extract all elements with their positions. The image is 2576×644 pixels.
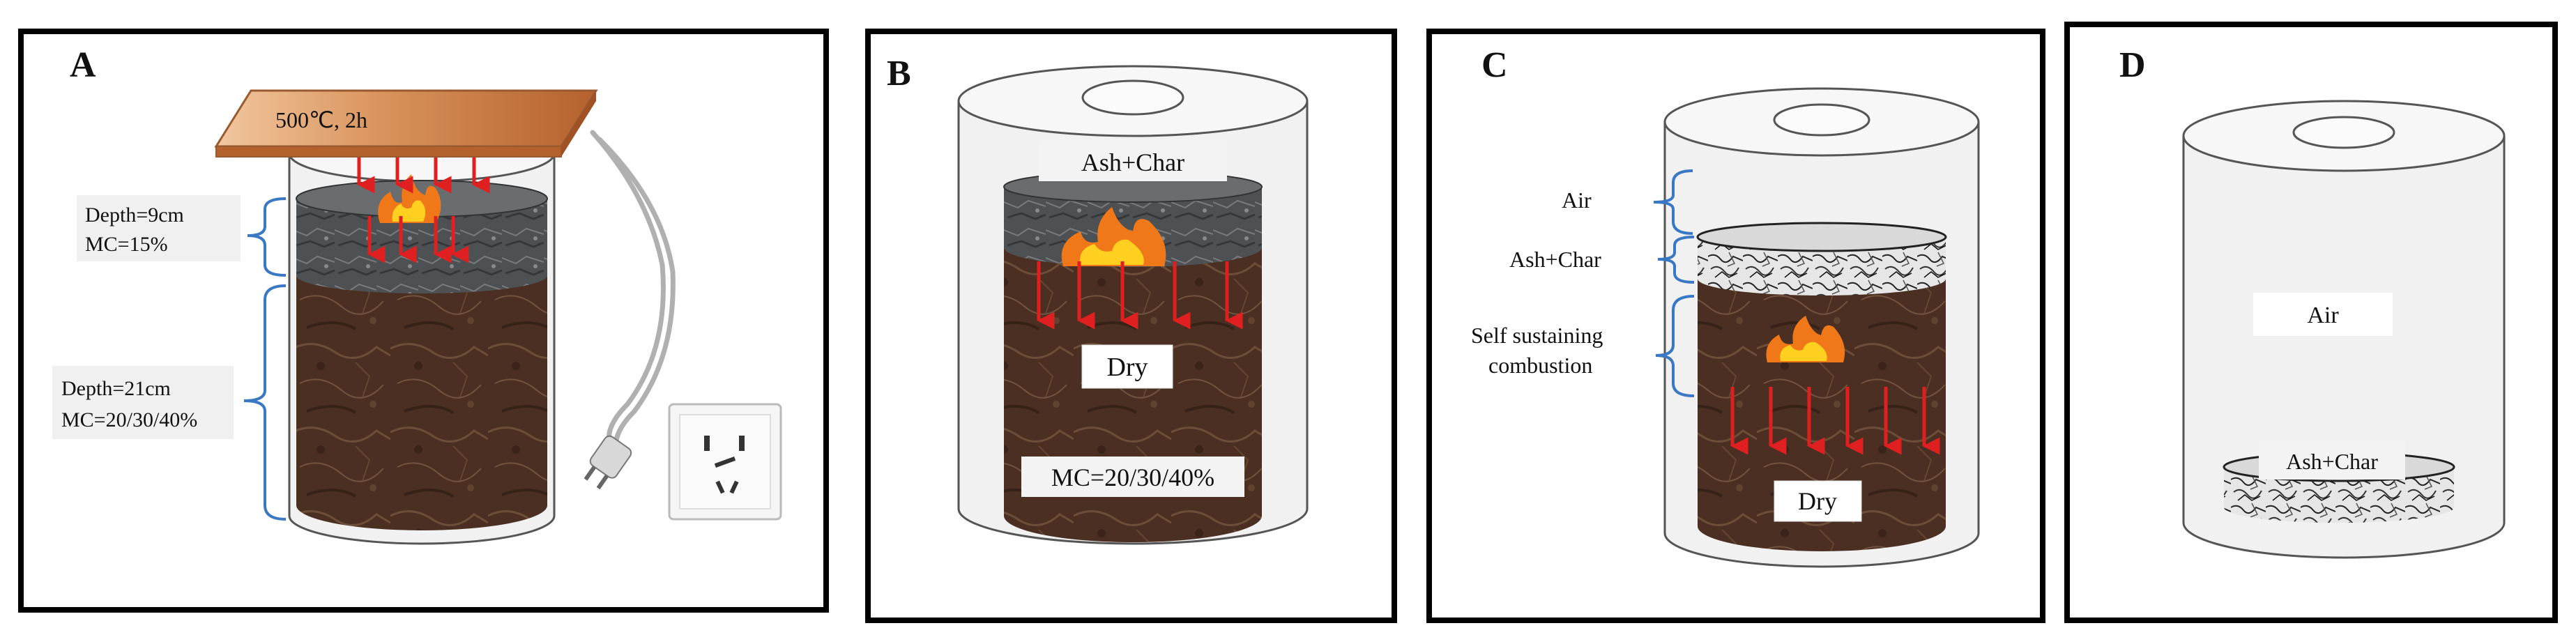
panel-a-top-mc: MC=15% xyxy=(85,233,168,256)
panel-a-bottom-bracket xyxy=(243,284,287,521)
panel-c-dry-text: Dry xyxy=(1798,487,1837,515)
panel-b-mc-text: MC=20/30/40% xyxy=(1051,463,1214,491)
panel-a-top-depth: Depth=9cm xyxy=(85,204,184,227)
panel-c-soil-layer xyxy=(1698,279,1946,551)
panel-d-ash-text: Ash+Char xyxy=(2286,449,2378,474)
panel-c-flame-icon xyxy=(1766,316,1845,362)
panel-c-combustion-label-1: Self sustaining xyxy=(1471,323,1603,348)
panel-b-flame-icon xyxy=(1061,207,1166,266)
panel-c-dry-arrows xyxy=(1730,387,1940,455)
panel-d-ash-label: Ash+Char xyxy=(2259,440,2405,480)
panel-b: B Ash+Char Dry xyxy=(865,29,1397,623)
panel-c-dry-label: Dry xyxy=(1774,480,1862,522)
panel-a-heat-arrows-char xyxy=(367,216,469,263)
panel-c-combustion-label-2: combustion xyxy=(1488,353,1592,378)
panel-b-letter: B xyxy=(887,54,911,93)
panel-a-top-layer-label: Depth=9cm MC=15% xyxy=(77,195,241,261)
panel-a-bottom-layer-label: Depth=21cm MC=20/30/40% xyxy=(52,366,234,439)
panel-c-air-bracket xyxy=(1653,169,1693,235)
panel-a-power-cord xyxy=(590,130,676,463)
panel-d-letter: D xyxy=(2119,45,2146,85)
plug-icon xyxy=(584,435,632,490)
panel-b-dry-text: Dry xyxy=(1106,353,1148,382)
panel-b-dry-arrows xyxy=(1037,261,1243,330)
wall-socket-icon xyxy=(668,403,782,521)
panel-b-soil-layer xyxy=(1004,247,1262,542)
panel-b-ash-char-text: Ash+Char xyxy=(1081,148,1184,176)
panel-c-ash-label: Ash+Char xyxy=(1509,247,1601,272)
panel-a-top-bracket xyxy=(247,197,287,277)
panel-b-mc-label: MC=20/30/40% xyxy=(1021,457,1244,497)
panel-b-top-label: Ash+Char xyxy=(1039,143,1227,181)
panel-c: C Dry Air A xyxy=(1426,29,2045,623)
panel-d-air-label: Air xyxy=(2253,293,2393,336)
panel-b-dry-label: Dry xyxy=(1081,344,1173,389)
panel-a-bottom-mc: MC=20/30/40% xyxy=(61,408,197,431)
panel-c-ash-bracket xyxy=(1657,236,1695,284)
panel-a: A xyxy=(18,29,829,613)
panel-c-ash-layer xyxy=(1696,222,1947,296)
panel-a-bottom-depth: Depth=21cm xyxy=(61,377,171,400)
panel-c-air-label: Air xyxy=(1562,187,1592,213)
panel-a-soil-layer xyxy=(296,257,547,530)
panel-c-letter: C xyxy=(1481,45,1508,85)
panel-a-heat-arrows-top xyxy=(357,157,490,194)
panel-a-heater-label: 500℃, 2h xyxy=(275,107,367,132)
panel-a-heater-plate: 500℃, 2h xyxy=(214,89,598,158)
panel-d: D Air Ash+Char xyxy=(2064,22,2558,623)
panel-d-air-text: Air xyxy=(2307,302,2339,328)
panel-c-combustion-bracket xyxy=(1655,295,1695,397)
panel-a-letter: A xyxy=(70,45,96,85)
